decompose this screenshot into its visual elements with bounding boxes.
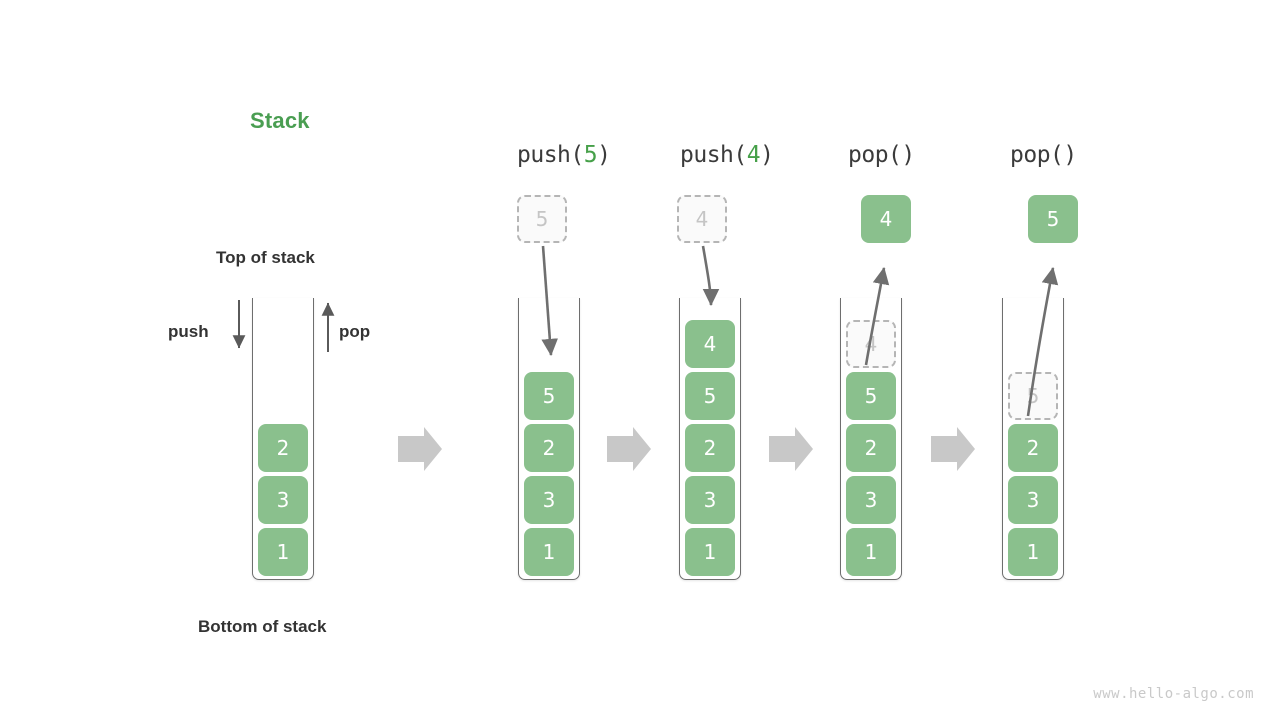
stack-cell: 2 <box>846 424 896 472</box>
stack-cell: 5 <box>846 372 896 420</box>
op-header-arg: 4 <box>746 142 761 168</box>
watermark: www.hello-algo.com <box>1093 686 1254 702</box>
op-header-prefix: push( <box>680 142 747 168</box>
stack-cell: 1 <box>258 528 308 576</box>
stack-container-pop-1 <box>840 298 902 580</box>
flow-arrow <box>769 427 813 471</box>
vacated-cell-4: 4 <box>846 320 896 368</box>
op-header-suffix: ) <box>901 142 915 168</box>
stack-cell: 5 <box>685 372 735 420</box>
stack-cell: 5 <box>524 372 574 420</box>
push-label: push <box>168 322 209 341</box>
stack-cell: 3 <box>524 476 574 524</box>
stack-cell: 4 <box>685 320 735 368</box>
stack-cell: 1 <box>846 528 896 576</box>
push-4-motion-arrow <box>701 245 720 307</box>
stack-container-initial <box>252 298 314 580</box>
stack-cell: 1 <box>1008 528 1058 576</box>
incoming-cell-5: 5 <box>517 195 567 243</box>
stack-cell: 1 <box>685 528 735 576</box>
stack-container-push-4 <box>679 298 741 580</box>
stack-cell: 2 <box>1008 424 1058 472</box>
stack-cell: 3 <box>846 476 896 524</box>
op-header-suffix: ) <box>597 142 611 168</box>
op-header-prefix: pop( <box>1010 142 1064 168</box>
stack-cell: 3 <box>258 476 308 524</box>
popped-cell-4: 4 <box>861 195 911 243</box>
flow-arrow <box>931 427 975 471</box>
op-header-pop-1: pop() <box>848 142 915 168</box>
vacated-cell-5: 5 <box>1008 372 1058 420</box>
stack-cell: 2 <box>524 424 574 472</box>
op-header-pop-2: pop() <box>1010 142 1077 168</box>
op-header-suffix: ) <box>1063 142 1077 168</box>
popped-cell-5: 5 <box>1028 195 1078 243</box>
stack-cell: 2 <box>685 424 735 472</box>
stack-cell: 3 <box>1008 476 1058 524</box>
flow-arrow <box>398 427 442 471</box>
diagram-title: Stack <box>250 108 310 133</box>
top-of-stack-label: Top of stack <box>216 248 315 267</box>
pop-label: pop <box>339 322 371 341</box>
stack-cell: 1 <box>524 528 574 576</box>
incoming-cell-4: 4 <box>677 195 727 243</box>
stack-cell: 2 <box>258 424 308 472</box>
op-header-push-4: push(4) <box>680 142 774 168</box>
stack-cell: 3 <box>685 476 735 524</box>
op-header-prefix: pop( <box>848 142 902 168</box>
op-header-prefix: push( <box>517 142 584 168</box>
op-header-push-5: push(5) <box>517 142 611 168</box>
stack-container-push-5 <box>518 298 580 580</box>
bottom-of-stack-label: Bottom of stack <box>198 617 327 636</box>
stack-container-pop-2 <box>1002 298 1064 580</box>
op-header-suffix: ) <box>760 142 774 168</box>
flow-arrow <box>607 427 651 471</box>
op-header-arg: 5 <box>583 142 598 168</box>
